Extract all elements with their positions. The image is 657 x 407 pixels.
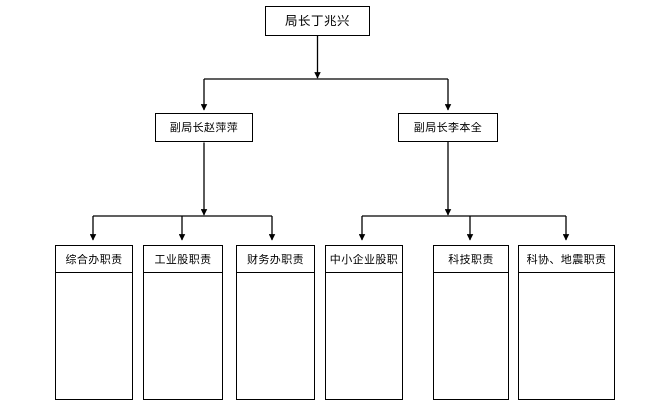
node-department-5-label: 科技职责 (448, 253, 494, 265)
node-department-4-body (326, 273, 402, 399)
node-department-3-header: 财务办职责 (237, 246, 314, 273)
node-department-6-label: 科协、地震职责 (526, 253, 607, 265)
node-department-2-label: 工业股职责 (154, 253, 212, 265)
node-department-2-header: 工业股职责 (144, 246, 222, 273)
node-department-6-body (519, 273, 614, 399)
node-deputy-director-2-label: 副局长李本全 (413, 122, 483, 133)
node-department-4-label: 中小企业股职 (329, 253, 399, 265)
node-deputy-director-1[interactable]: 副局长赵萍萍 (155, 113, 253, 142)
node-department-4[interactable]: 中小企业股职 (325, 245, 403, 400)
node-department-3-label: 财务办职责 (247, 253, 304, 265)
node-department-4-header: 中小企业股职 (326, 246, 402, 273)
node-deputy-director-1-label: 副局长赵萍萍 (169, 122, 239, 133)
node-department-5[interactable]: 科技职责 (433, 245, 509, 400)
node-deputy-director-2[interactable]: 副局长李本全 (398, 113, 498, 142)
node-director-label: 局长丁兆兴 (284, 14, 350, 28)
node-department-1-label: 综合办职责 (65, 253, 123, 265)
node-department-3[interactable]: 财务办职责 (236, 245, 315, 400)
node-department-3-body (237, 273, 314, 399)
node-department-6-header: 科协、地震职责 (519, 246, 614, 273)
node-department-1-header: 综合办职责 (56, 246, 132, 273)
node-department-1[interactable]: 综合办职责 (55, 245, 133, 400)
node-department-5-body (434, 273, 508, 399)
node-department-5-header: 科技职责 (434, 246, 508, 273)
node-department-1-body (56, 273, 132, 399)
node-department-6[interactable]: 科协、地震职责 (518, 245, 615, 400)
node-department-2-body (144, 273, 222, 399)
node-department-2[interactable]: 工业股职责 (143, 245, 223, 400)
node-director[interactable]: 局长丁兆兴 (265, 6, 370, 36)
